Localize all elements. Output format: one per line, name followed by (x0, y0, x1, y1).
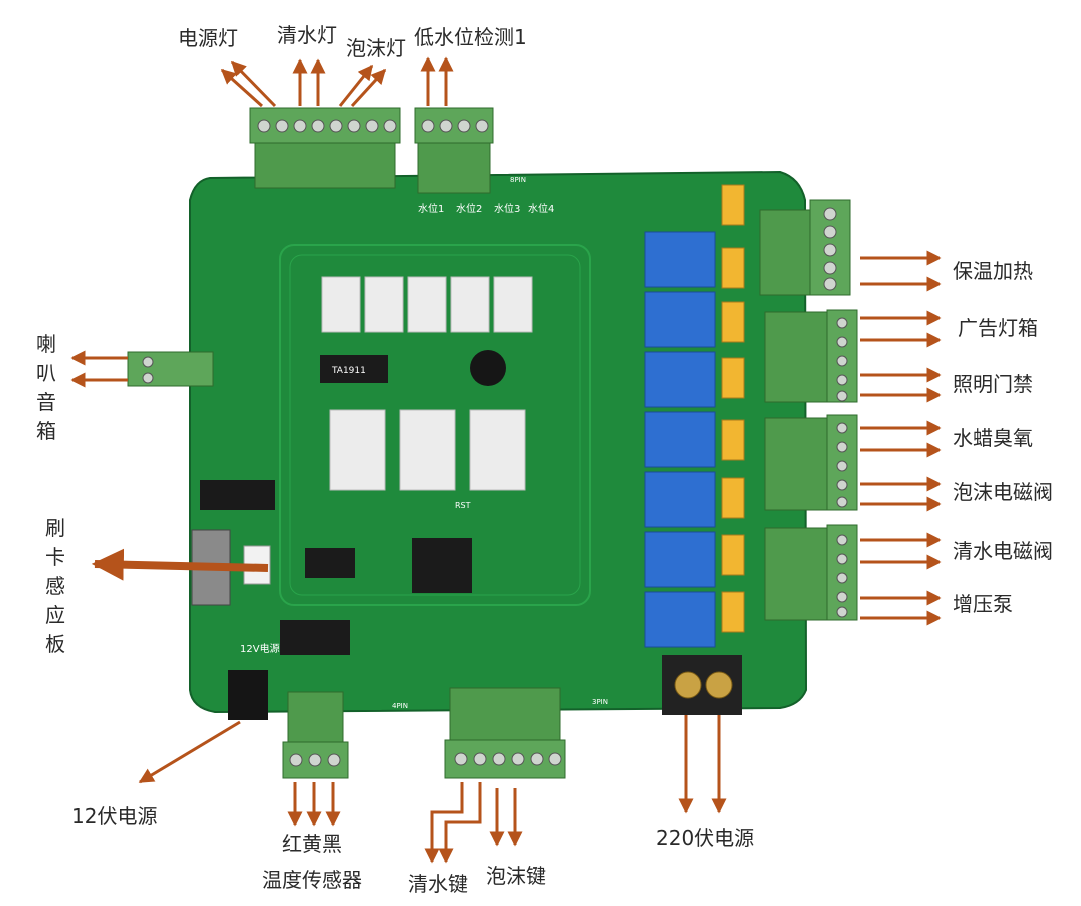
silk-mcu-chip: TA1911 (331, 366, 366, 376)
label-speaker-box: 喇叭音箱 (36, 332, 56, 443)
label-foam-key: 泡沫键 (486, 864, 546, 888)
right-terminal-bottom (764, 524, 858, 621)
label-heating: 保温加热 (953, 259, 1033, 283)
silk-water-level-2: 水位2 (456, 202, 482, 215)
label-wax-ozone: 水蜡臭氧 (953, 426, 1033, 450)
label-booster-pump: 增压泵 (953, 592, 1013, 616)
ic-chip-shift (320, 355, 388, 383)
ic-chip-card (305, 548, 355, 578)
label-power-lamp: 电源灯 (178, 26, 238, 50)
buzzer (470, 350, 506, 386)
label-water-valve: 清水电磁阀 (953, 539, 1053, 563)
silk-12v-power: 12V电源 (240, 642, 280, 655)
label-foam-lamp: 泡沫灯 (346, 36, 406, 60)
ic-chip-mcu (412, 538, 472, 593)
silk-water-level-3: 水位3 (494, 202, 520, 215)
seven-segment-row-top (321, 276, 533, 333)
annotation-arrows (70, 56, 942, 864)
label-card-reader: 刷卡感应板 (45, 516, 65, 656)
label-wire-colors: 红黄黑 (282, 832, 342, 856)
seven-segment-row-bottom (329, 409, 526, 491)
top-terminal-block-water-level (414, 107, 494, 194)
pcb-trace-frame (279, 244, 591, 606)
label-ad-lightbox: 广告灯箱 (958, 316, 1038, 340)
silk-3pin: 3PIN (592, 698, 608, 706)
silk-water-level-1: 水位1 (418, 202, 444, 215)
label-temp-sensor: 温度传感器 (262, 868, 362, 892)
top-terminal-block-lamps (249, 107, 401, 189)
bottom-terminal-temp (282, 691, 349, 779)
right-terminal-middle-1 (764, 309, 858, 403)
silk-4pin: 4PIN (392, 702, 408, 710)
relay-column (644, 231, 716, 648)
right-terminal-middle-2 (764, 414, 858, 511)
label-12v-power: 12伏电源 (72, 804, 158, 828)
label-water-key: 清水键 (408, 872, 468, 896)
label-foam-valve: 泡沫电磁阀 (953, 480, 1053, 504)
silk-water-level-4: 水位4 (528, 202, 554, 215)
label-low-water-detect: 低水位检测1 (414, 25, 527, 49)
silk-rst: RST (455, 501, 471, 510)
silk-8pin: 8PIN (510, 176, 526, 184)
label-lighting-access: 照明门禁 (953, 372, 1033, 396)
label-clear-water-lamp: 清水灯 (277, 23, 337, 47)
power-220v-terminal (662, 655, 742, 715)
right-terminal-heating (759, 199, 851, 296)
card-reader-arrow (91, 548, 269, 581)
label-220v-power: 220伏电源 (656, 826, 755, 850)
relay-small-column (721, 184, 745, 633)
bottom-terminal-keys (444, 687, 566, 779)
dc-jack (228, 670, 268, 720)
speaker-terminal (127, 351, 214, 387)
heatsink-block (200, 480, 275, 510)
ic-chip-left (280, 620, 350, 655)
